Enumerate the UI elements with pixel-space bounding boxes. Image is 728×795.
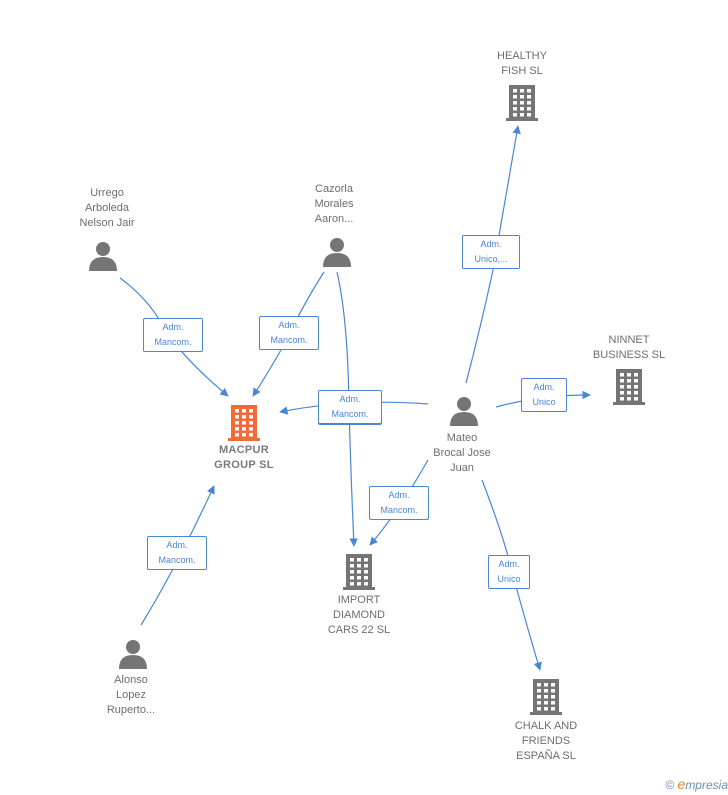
node-label-macpur[interactable]: MACPUR GROUP SL [214, 444, 274, 471]
node-label-urrego[interactable]: Urrego Arboleda Nelson Jair [79, 187, 135, 229]
edge-label-mateo-chalk[interactable]: Adm. Unico [488, 555, 530, 589]
company-icon-chalk[interactable] [530, 679, 562, 715]
edge-label-mateo-macpur[interactable]: Adm. Mancom. [318, 390, 382, 424]
edge-label-cazorla-macpur[interactable]: Adm. Mancom. [259, 316, 319, 350]
footer-brand: © empresia [665, 776, 728, 792]
person-icon-alonso[interactable] [119, 640, 147, 669]
node-label-import[interactable]: IMPORT DIAMOND CARS 22 SL [327, 594, 391, 636]
company-icon-macpur[interactable] [228, 405, 260, 441]
brand-name: mpresia [685, 778, 728, 792]
edge-label-mateo-import[interactable]: Adm. Mancom. [369, 486, 429, 520]
person-icon-urrego[interactable] [89, 242, 117, 271]
node-label-healthy[interactable]: HEALTHY FISH SL [497, 50, 547, 77]
node-label-cazorla[interactable]: Cazorla Morales Aaron... [314, 183, 354, 225]
node-label-chalk[interactable]: CHALK AND FRIENDS ESPAÑA SL [514, 720, 578, 762]
edge-mateo-healthy [465, 125, 521, 384]
brand-initial: e [677, 776, 686, 792]
edge-label-mateo-ninnet[interactable]: Adm. Unico [521, 378, 567, 412]
node-label-mateo[interactable]: Mateo Brocal Jose Juan [433, 432, 491, 474]
node-label-alonso[interactable]: Alonso Lopez Ruperto... [106, 674, 156, 716]
edge-label-alonso-macpur[interactable]: Adm. Mancom. [147, 536, 207, 570]
person-icon-mateo[interactable] [450, 397, 478, 426]
company-icon-healthy[interactable] [506, 85, 538, 121]
company-icon-ninnet[interactable] [613, 369, 645, 405]
person-icon-cazorla[interactable] [323, 238, 351, 267]
company-icon-import[interactable] [343, 554, 375, 590]
edge-label-mateo-healthy[interactable]: Adm. Unico,... [462, 235, 520, 269]
node-label-ninnet[interactable]: NINNET BUSINESS SL [592, 334, 666, 361]
edge-label-urrego-macpur[interactable]: Adm. Mancom. [143, 318, 203, 352]
copyright-symbol: © [665, 778, 675, 792]
